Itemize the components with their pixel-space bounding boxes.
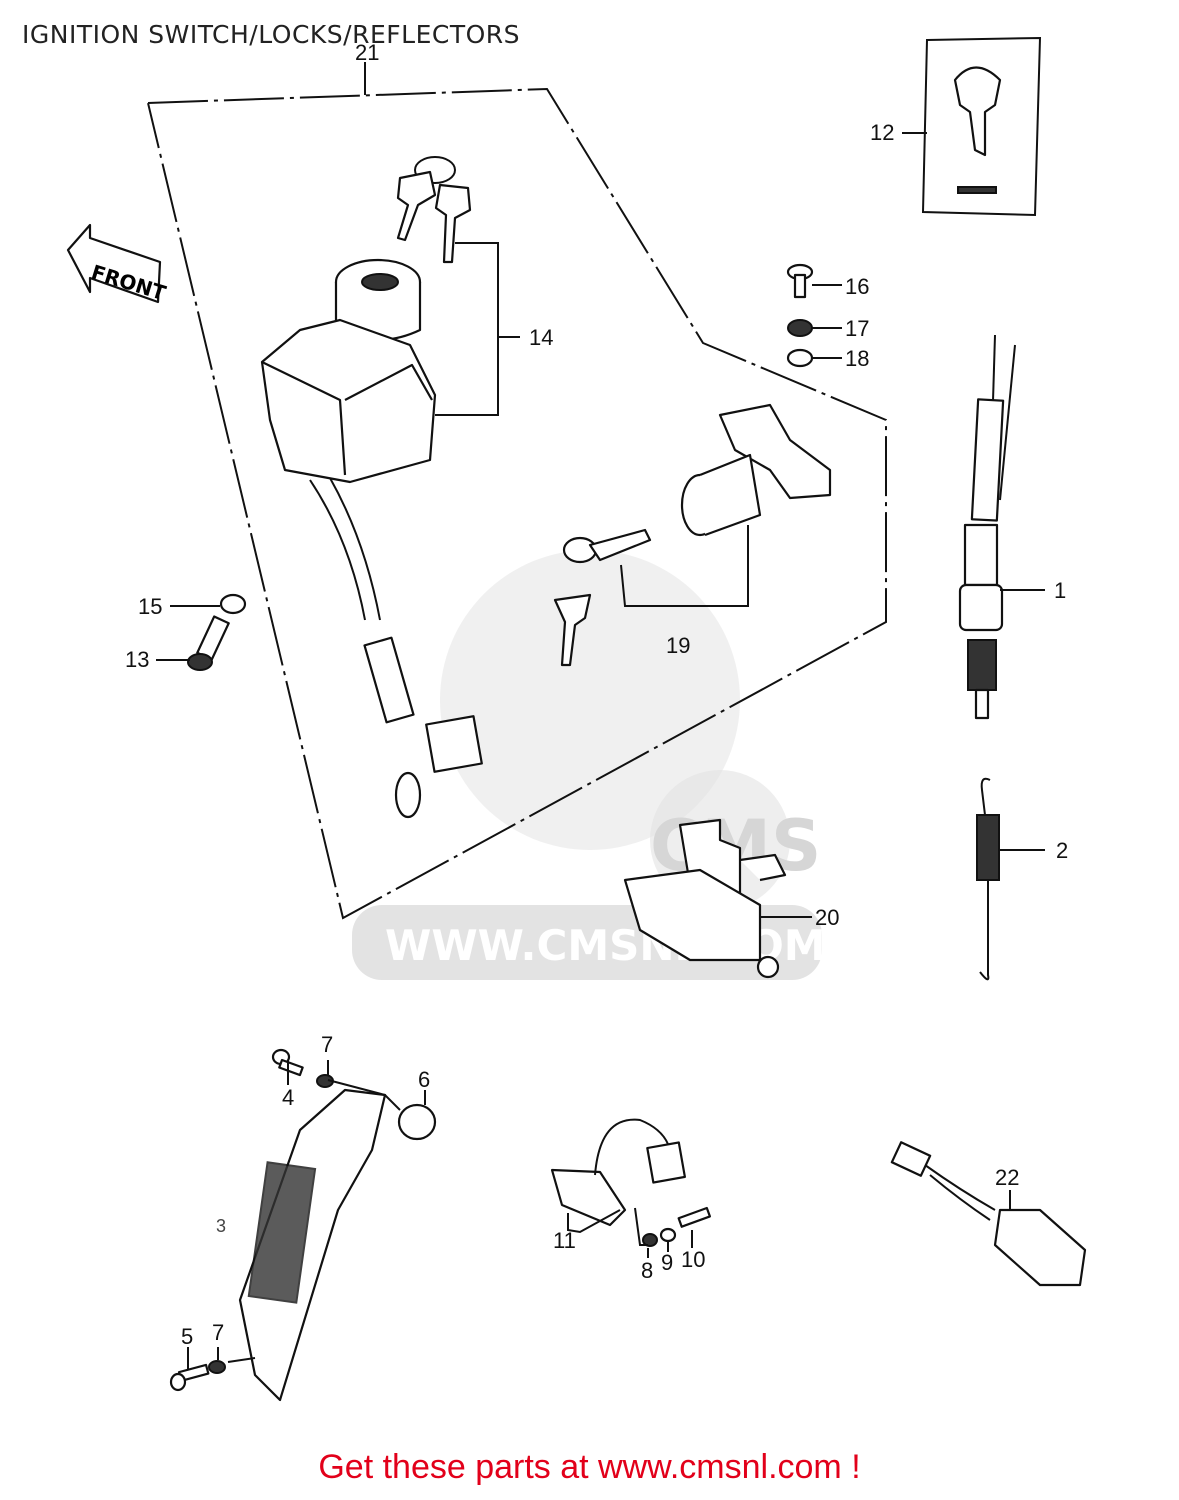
callout-7-top: 7 bbox=[321, 1032, 333, 1057]
washer-18 bbox=[786, 348, 814, 368]
callout-21: 21 bbox=[355, 40, 379, 65]
helmet-lock bbox=[623, 818, 787, 979]
sensor-22 bbox=[890, 1141, 1087, 1287]
callout-20: 20 bbox=[815, 905, 839, 930]
callout-5: 5 bbox=[181, 1324, 193, 1349]
callout-19: 19 bbox=[666, 633, 690, 658]
callout-1: 1 bbox=[1054, 578, 1066, 603]
callout-4: 4 bbox=[282, 1085, 294, 1110]
front-arrow: FRONT bbox=[66, 223, 169, 305]
callout-7-bottom: 7 bbox=[212, 1320, 224, 1345]
washer-7-bottom bbox=[208, 1360, 226, 1374]
screw-16 bbox=[786, 263, 814, 299]
washer-15 bbox=[219, 593, 247, 615]
page-title: IGNITION SWITCH/LOCKS/REFLECTORS bbox=[22, 20, 521, 49]
key-card bbox=[921, 36, 1042, 217]
brake-switch bbox=[958, 334, 1016, 720]
callout-15: 15 bbox=[138, 594, 162, 619]
set-21-outline bbox=[147, 87, 887, 920]
footer-link-text[interactable]: Get these parts at www.cmsnl.com ! bbox=[318, 1448, 861, 1486]
spring bbox=[976, 777, 1000, 981]
callout-3: 3 bbox=[216, 1216, 226, 1236]
reflector-bracket bbox=[238, 1088, 437, 1402]
callout-12: 12 bbox=[870, 120, 894, 145]
washer-17 bbox=[787, 319, 813, 337]
callout-2: 2 bbox=[1056, 838, 1068, 863]
ignition-keys bbox=[396, 156, 472, 264]
seat-lock bbox=[553, 403, 832, 667]
callout-9: 9 bbox=[661, 1250, 673, 1275]
callout-14: 14 bbox=[529, 325, 553, 350]
bolt-13 bbox=[187, 615, 230, 671]
screw-5 bbox=[169, 1363, 210, 1392]
callout-11: 11 bbox=[553, 1228, 576, 1253]
callout-10: 10 bbox=[681, 1247, 705, 1272]
screw-4 bbox=[271, 1048, 304, 1077]
callout-13: 13 bbox=[125, 647, 149, 672]
callout-17: 17 bbox=[845, 316, 869, 341]
callout-8: 8 bbox=[641, 1258, 653, 1283]
callout-22: 22 bbox=[995, 1165, 1019, 1190]
callout-6: 6 bbox=[418, 1067, 430, 1092]
leader-lines bbox=[156, 62, 1045, 1370]
callout-18: 18 bbox=[845, 346, 869, 371]
sensor-switch bbox=[550, 1118, 712, 1247]
callout-16: 16 bbox=[845, 274, 869, 299]
ignition-switch bbox=[260, 258, 483, 819]
